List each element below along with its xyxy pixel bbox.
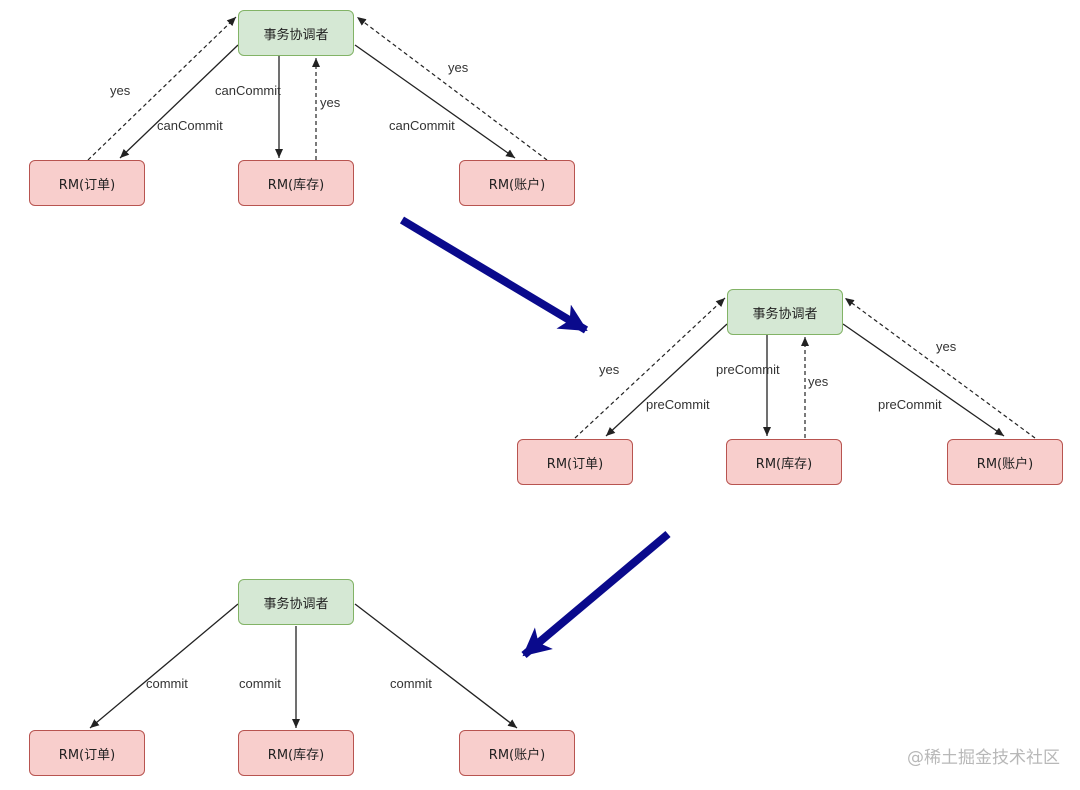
edge-yes-order	[87, 16, 237, 161]
edge-commit-order	[89, 603, 239, 729]
edge-label-yes: yes	[936, 339, 957, 354]
coordinator-node: 事务协调者	[727, 289, 843, 335]
edge-yes2-order	[574, 297, 726, 439]
edge-label-yes: yes	[448, 60, 469, 75]
rm-stock-node: RM(库存)	[238, 160, 354, 206]
edge-label-commit: commit	[146, 676, 188, 691]
edge-cancommit-order	[119, 44, 239, 159]
rm-account-node: RM(账户)	[459, 730, 575, 776]
rm-order-node: RM(订单)	[29, 730, 145, 776]
edge-label-precommit: preCommit	[646, 397, 710, 412]
coordinator-node: 事务协调者	[238, 579, 354, 625]
flow-arrow-2	[521, 530, 671, 659]
edge-label-precommit: preCommit	[716, 362, 780, 377]
edge-label-cancommit: canCommit	[215, 83, 281, 98]
edge-precommit-account	[842, 323, 1005, 437]
edge-label-cancommit: canCommit	[389, 118, 455, 133]
coordinator-node: 事务协调者	[238, 10, 354, 56]
edge-label-cancommit: canCommit	[157, 118, 223, 133]
edge-cancommit-account	[354, 44, 516, 159]
edge-label-yes: yes	[320, 95, 341, 110]
edge-label-commit: commit	[390, 676, 432, 691]
rm-stock-node: RM(库存)	[726, 439, 842, 485]
watermark: @稀土掘金技术社区	[907, 748, 1060, 768]
rm-stock-node: RM(库存)	[238, 730, 354, 776]
edge-label-commit: commit	[239, 676, 281, 691]
edge-precommit-order	[605, 323, 728, 437]
edge-commit-account	[354, 603, 518, 729]
edge-yes2-account	[844, 297, 1036, 439]
edge-label-yes: yes	[599, 362, 620, 377]
rm-account-node: RM(账户)	[459, 160, 575, 206]
rm-order-node: RM(订单)	[29, 160, 145, 206]
edge-label-yes: yes	[110, 83, 131, 98]
edge-yes-account	[356, 16, 548, 161]
rm-order-node: RM(订单)	[517, 439, 633, 485]
edge-label-precommit: preCommit	[878, 397, 942, 412]
edge-label-yes: yes	[808, 374, 829, 389]
rm-account-node: RM(账户)	[947, 439, 1063, 485]
flow-arrow-1	[399, 216, 589, 334]
